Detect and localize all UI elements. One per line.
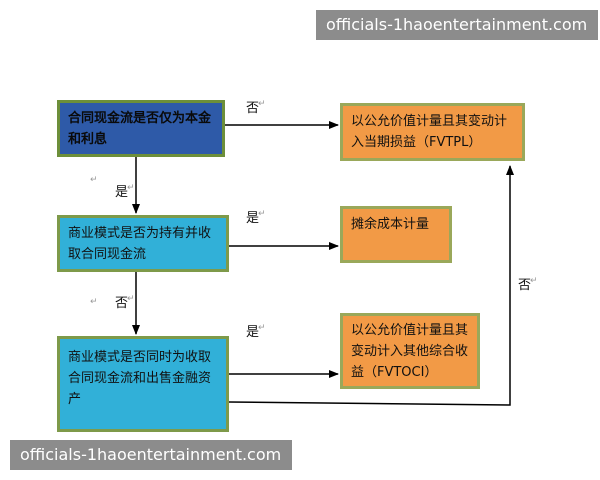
node-q3-hold-and-sell: 商业模式是否同时为收取合同现金流和出售金融资产 [57,336,229,432]
node-fvtoci: 以公允价值计量且其变动计入其他综合收益（FVTOCI） [340,313,480,389]
edge-label-q3-no: 否 [518,278,532,293]
arrow-q3-to-fvtpl [228,165,514,406]
node-q2-hold-to-collect: 商业模式是否为持有并收取合同现金流 [57,215,229,272]
node-amortized-cost: 摊余成本计量 [340,206,452,263]
node-q1-sppi: 合同现金流是否仅为本金和利息 [57,100,225,157]
paragraph-mark: ↵ [258,209,266,219]
paragraph-mark: ↵ [90,297,98,307]
edge-label-q1-no: 否 [246,101,260,116]
edge-label-q3-yes: 是 [246,325,260,340]
paragraph-mark: ↵ [530,276,538,286]
node-fvtpl: 以公允价值计量且其变动计入当期损益（FVTPL） [340,103,525,161]
paragraph-mark: ↵ [258,323,266,333]
edge-label-q1-yes: 是 [115,185,129,200]
edge-label-q2-no: 否 [115,296,129,311]
paragraph-mark: ↵ [127,294,135,304]
paragraph-mark: ↵ [258,99,266,109]
edge-label-q2-yes: 是 [246,211,260,226]
paragraph-mark: ↵ [127,183,135,193]
watermark-top: officials-1haoentertainment.com [316,10,598,40]
paragraph-mark: ↵ [90,175,98,185]
watermark-bottom: officials-1haoentertainment.com [10,440,292,470]
